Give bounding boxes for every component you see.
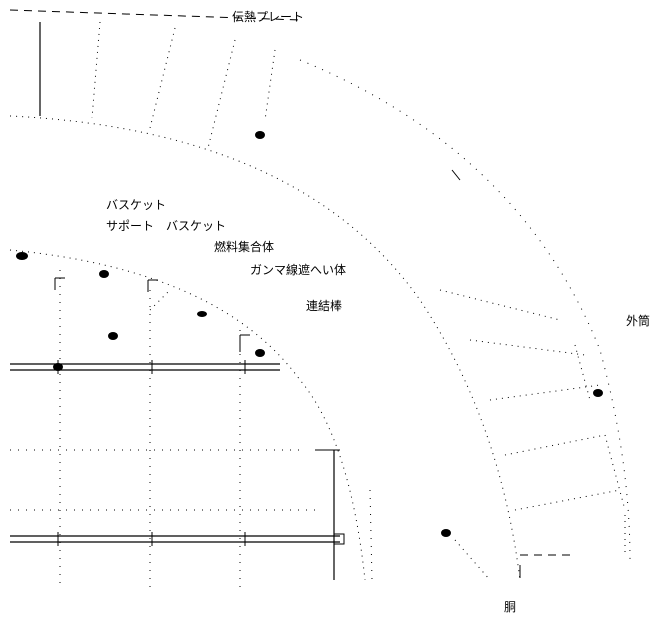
basket-support-brackets: [54, 277, 250, 352]
tie-rod-lower: [10, 532, 345, 546]
rod-dots: [16, 131, 603, 537]
outer-arc-inner: [9, 115, 521, 581]
label-basket: バスケット: [106, 198, 167, 212]
outer-fins-right: [439, 289, 626, 556]
label-fuel-assembly: 燃料集合体: [214, 240, 275, 254]
label-heat-plate: 伝熱プレート: [232, 10, 305, 24]
label-basket-support: サポート バスケット: [106, 219, 227, 233]
outer-arc-outer: [299, 59, 631, 561]
basket-grid: [10, 270, 320, 590]
label-body: 胴: [504, 600, 517, 614]
label-tie-rod: 連結棒: [306, 299, 343, 313]
label-gamma-shield: ガンマ線遮へい体: [250, 263, 347, 277]
label-outer-shell: 外筒: [626, 314, 651, 328]
heat-plate-fins: [9, 9, 301, 149]
